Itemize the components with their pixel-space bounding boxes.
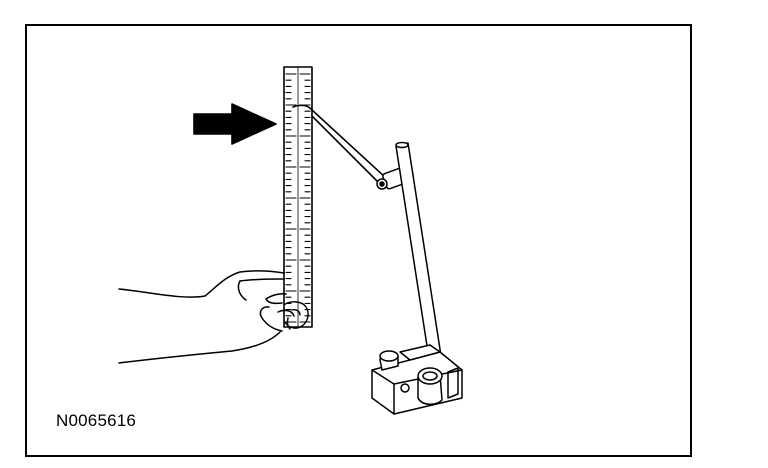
arrow-icon [193, 103, 277, 145]
stand-rod [395, 141, 445, 379]
ruler-ticks [285, 73, 311, 323]
illustration-frame [25, 24, 692, 457]
probe-arm [292, 104, 387, 185]
magnetic-base [371, 344, 463, 415]
ruler [283, 66, 313, 328]
figure-id-label: N0065616 [56, 411, 137, 430]
thumb [283, 301, 309, 329]
hand [118, 270, 295, 364]
